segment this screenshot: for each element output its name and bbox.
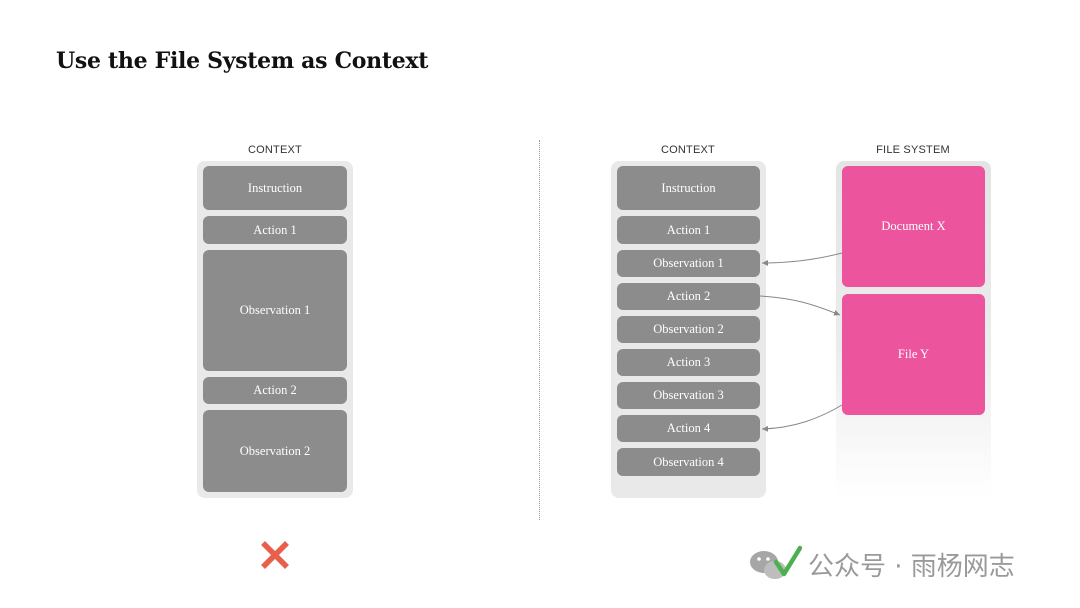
file-system-label: FILE SYSTEM (876, 144, 950, 156)
arrow-file-y-to-action-4 (761, 404, 843, 432)
right-instruction-block: Instruction (617, 166, 760, 210)
right-observation-1-block: Observation 1 (617, 250, 760, 277)
file-y-block: File Y (842, 294, 985, 415)
left-action-1-block: Action 1 (203, 216, 347, 244)
watermark: 公众号 · 雨杨网志 (748, 544, 1015, 584)
center-divider (539, 140, 540, 520)
right-action-4-block: Action 4 (617, 415, 760, 442)
right-action-3-block: Action 3 (617, 349, 760, 376)
right-action-2-block: Action 2 (617, 283, 760, 310)
left-action-2-block: Action 2 (203, 377, 347, 404)
right-action-1-block: Action 1 (617, 216, 760, 244)
wechat-check-icon (750, 545, 802, 579)
document-x-block: Document X (842, 166, 985, 287)
right-observation-3-block: Observation 3 (617, 382, 760, 409)
right-context-label: CONTEXT (661, 144, 715, 156)
page-title: Use the File System as Context (56, 48, 429, 74)
left-observation-1-block: Observation 1 (203, 250, 347, 371)
cross-icon (261, 541, 289, 569)
left-observation-2-block: Observation 2 (203, 410, 347, 492)
left-instruction-block: Instruction (203, 166, 347, 210)
right-observation-2-block: Observation 2 (617, 316, 760, 343)
right-observation-4-block: Observation 4 (617, 448, 760, 476)
arrow-action-2-to-file-y (759, 295, 841, 316)
watermark-text: 公众号 · 雨杨网志 (808, 551, 1015, 582)
left-context-label: CONTEXT (248, 144, 302, 156)
arrow-document-x-to-observation-1 (761, 252, 843, 266)
